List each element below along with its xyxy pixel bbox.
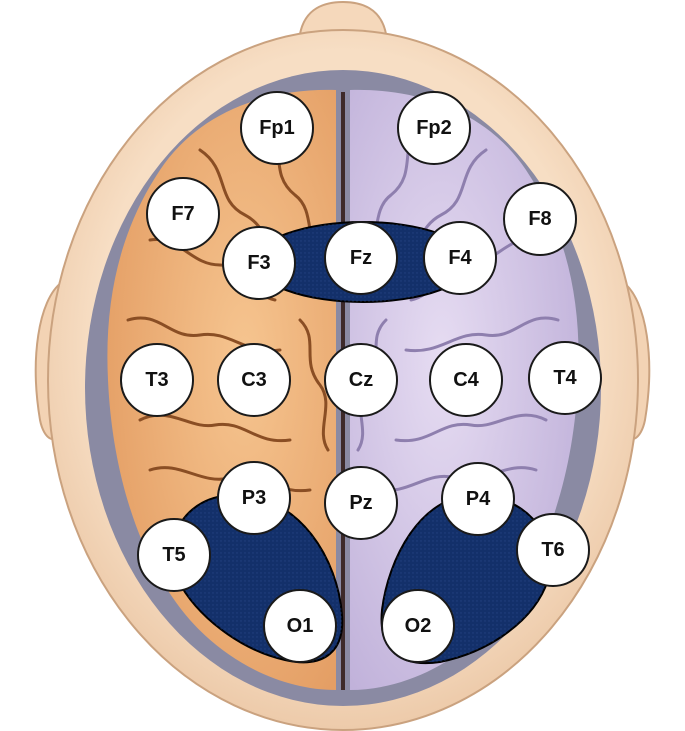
electrode-label: F4 (448, 247, 472, 269)
electrode-label: C3 (241, 369, 267, 391)
electrode-label: Fp2 (416, 117, 452, 139)
electrode-label: T4 (553, 367, 577, 389)
electrode-o2[interactable]: O2 (382, 590, 454, 662)
electrode-label: F3 (247, 252, 270, 274)
electrode-label: Fp1 (259, 117, 295, 139)
electrode-f7[interactable]: F7 (147, 178, 219, 250)
electrode-c3[interactable]: C3 (218, 344, 290, 416)
electrode-label: P4 (466, 488, 491, 510)
electrode-f3[interactable]: F3 (223, 227, 295, 299)
electrode-cz[interactable]: Cz (325, 344, 397, 416)
electrode-label: O1 (287, 615, 314, 637)
electrode-t5[interactable]: T5 (138, 519, 210, 591)
electrode-label: F7 (171, 203, 194, 225)
electrode-label: T3 (145, 369, 168, 391)
electrode-o1[interactable]: O1 (264, 590, 336, 662)
electrode-t3[interactable]: T3 (121, 344, 193, 416)
electrode-p4[interactable]: P4 (442, 463, 514, 535)
electrode-pz[interactable]: Pz (325, 467, 397, 539)
electrode-label: T6 (541, 539, 564, 561)
electrode-label: T5 (162, 544, 185, 566)
electrode-p3[interactable]: P3 (218, 462, 290, 534)
electrode-label: Fz (350, 247, 372, 269)
electrode-label: Pz (349, 492, 372, 514)
electrode-fp1[interactable]: Fp1 (241, 92, 313, 164)
electrode-label: F8 (528, 208, 551, 230)
electrode-label: C4 (453, 369, 479, 391)
electrode-label: P3 (242, 487, 266, 509)
electrode-f8[interactable]: F8 (504, 183, 576, 255)
electrode-f4[interactable]: F4 (424, 222, 496, 294)
electrode-label: Cz (349, 369, 373, 391)
electrode-t4[interactable]: T4 (529, 342, 601, 414)
electrode-c4[interactable]: C4 (430, 344, 502, 416)
electrode-label: O2 (405, 615, 432, 637)
electrode-fz[interactable]: Fz (325, 222, 397, 294)
electrode-fp2[interactable]: Fp2 (398, 92, 470, 164)
electrode-t6[interactable]: T6 (517, 514, 589, 586)
